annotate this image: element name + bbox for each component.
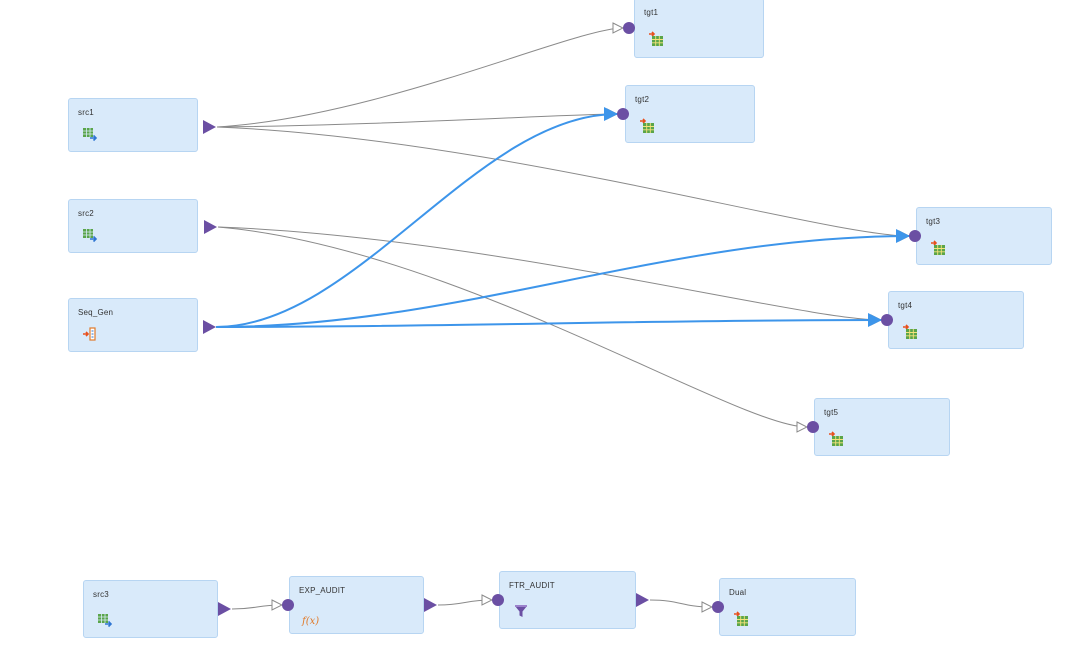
target-table-icon bbox=[828, 431, 844, 447]
node-tgt5[interactable]: tgt5 bbox=[814, 398, 950, 456]
node-tgt4[interactable]: tgt4 bbox=[888, 291, 1024, 349]
links-layer bbox=[215, 28, 910, 609]
source-table-icon bbox=[97, 612, 113, 628]
input-port[interactable] bbox=[909, 230, 921, 242]
input-port[interactable] bbox=[807, 421, 819, 433]
input-port[interactable] bbox=[617, 108, 629, 120]
node-label: FTR_AUDIT bbox=[509, 581, 555, 590]
expression-icon-text: f(x) bbox=[302, 616, 320, 627]
source-table-icon bbox=[82, 227, 98, 243]
output-port[interactable] bbox=[203, 120, 216, 134]
node-label: tgt3 bbox=[926, 217, 941, 226]
link-exp-audit-to-ftr-audit[interactable] bbox=[437, 600, 492, 605]
node-src2[interactable]: src2 bbox=[68, 199, 198, 253]
link-seq-gen-to-tgt3[interactable] bbox=[215, 229, 910, 328]
node-label: src1 bbox=[78, 108, 94, 117]
filter-icon bbox=[513, 603, 529, 619]
node-label: tgt2 bbox=[635, 95, 650, 104]
node-label: tgt4 bbox=[898, 301, 913, 310]
source-table-icon bbox=[82, 126, 98, 142]
node-label: src3 bbox=[93, 590, 109, 599]
link-src1-to-tgt1[interactable] bbox=[216, 28, 623, 128]
link-ftr-audit-to-dual[interactable] bbox=[649, 599, 712, 607]
node-tgt3[interactable]: tgt3 bbox=[916, 207, 1052, 265]
target-table-icon bbox=[648, 31, 664, 47]
node-src3[interactable]: src3 bbox=[83, 580, 218, 638]
expression-icon: f(x) bbox=[302, 611, 326, 627]
node-src1[interactable]: src1 bbox=[68, 98, 198, 152]
link-src1-to-tgt3[interactable] bbox=[216, 126, 909, 236]
target-table-icon bbox=[902, 324, 918, 340]
input-port[interactable] bbox=[712, 601, 724, 613]
target-table-icon bbox=[930, 240, 946, 256]
link-seq-gen-to-tgt4[interactable] bbox=[215, 313, 882, 328]
node-label: tgt5 bbox=[824, 408, 839, 417]
node-label: Seq_Gen bbox=[78, 308, 114, 317]
node-label: tgt1 bbox=[644, 8, 659, 17]
node-label: Dual bbox=[729, 588, 747, 597]
link-seq-gen-to-tgt2[interactable] bbox=[215, 107, 618, 328]
node-tgt2[interactable]: tgt2 bbox=[625, 85, 755, 143]
output-port[interactable] bbox=[203, 320, 216, 334]
link-src3-to-exp-audit[interactable] bbox=[231, 605, 282, 609]
sequence-generator-icon bbox=[82, 326, 98, 342]
input-port[interactable] bbox=[881, 314, 893, 326]
output-port[interactable] bbox=[204, 220, 217, 234]
output-port[interactable] bbox=[424, 598, 437, 612]
node-tgt1[interactable]: tgt1 bbox=[634, 0, 764, 58]
node-label: src2 bbox=[78, 209, 94, 218]
input-port[interactable] bbox=[282, 599, 294, 611]
node-ftr-audit[interactable]: FTR_AUDIT bbox=[499, 571, 636, 629]
target-table-icon bbox=[639, 118, 655, 134]
link-src2-to-tgt4[interactable] bbox=[217, 226, 881, 320]
node-exp-audit[interactable]: EXP_AUDIT f(x) bbox=[289, 576, 424, 634]
output-port[interactable] bbox=[636, 593, 649, 607]
node-seq-gen[interactable]: Seq_Gen bbox=[68, 298, 198, 352]
link-src2-to-tgt5[interactable] bbox=[217, 226, 807, 427]
input-port[interactable] bbox=[492, 594, 504, 606]
target-table-icon bbox=[733, 611, 749, 627]
input-port[interactable] bbox=[623, 22, 635, 34]
node-dual[interactable]: Dual bbox=[719, 578, 856, 636]
link-src1-to-tgt2[interactable] bbox=[216, 114, 617, 128]
output-port[interactable] bbox=[218, 602, 231, 616]
node-label: EXP_AUDIT bbox=[299, 586, 346, 595]
